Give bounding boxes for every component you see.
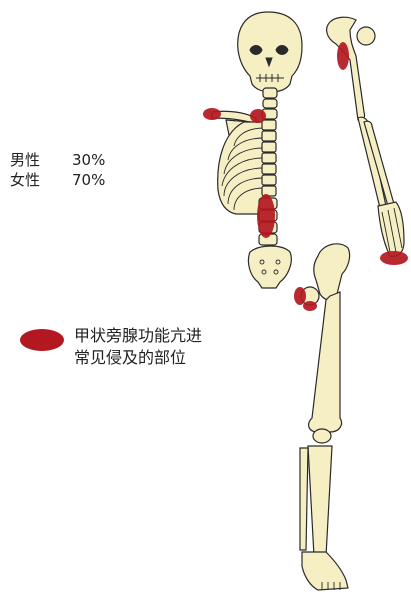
hip-bone (301, 244, 350, 305)
thoracic-spine (262, 120, 276, 196)
lesion-pelvis-hip (294, 287, 306, 305)
humerus (327, 17, 375, 120)
patella (313, 429, 331, 443)
lesion-cervicothoracic-spine (250, 109, 266, 123)
skull (238, 12, 302, 92)
lesion-lumbar-spine (257, 194, 275, 238)
lesion-humeral-head (337, 42, 349, 70)
femur (309, 292, 342, 432)
fibula (300, 448, 308, 550)
lesion-femoral-neck (303, 301, 317, 311)
pelvis (248, 246, 291, 288)
lesion-shoulder-clavicle (203, 108, 221, 120)
hand (378, 202, 404, 256)
tibia (308, 446, 332, 556)
foot (302, 552, 348, 590)
lesion-wrist-hand (380, 251, 408, 265)
